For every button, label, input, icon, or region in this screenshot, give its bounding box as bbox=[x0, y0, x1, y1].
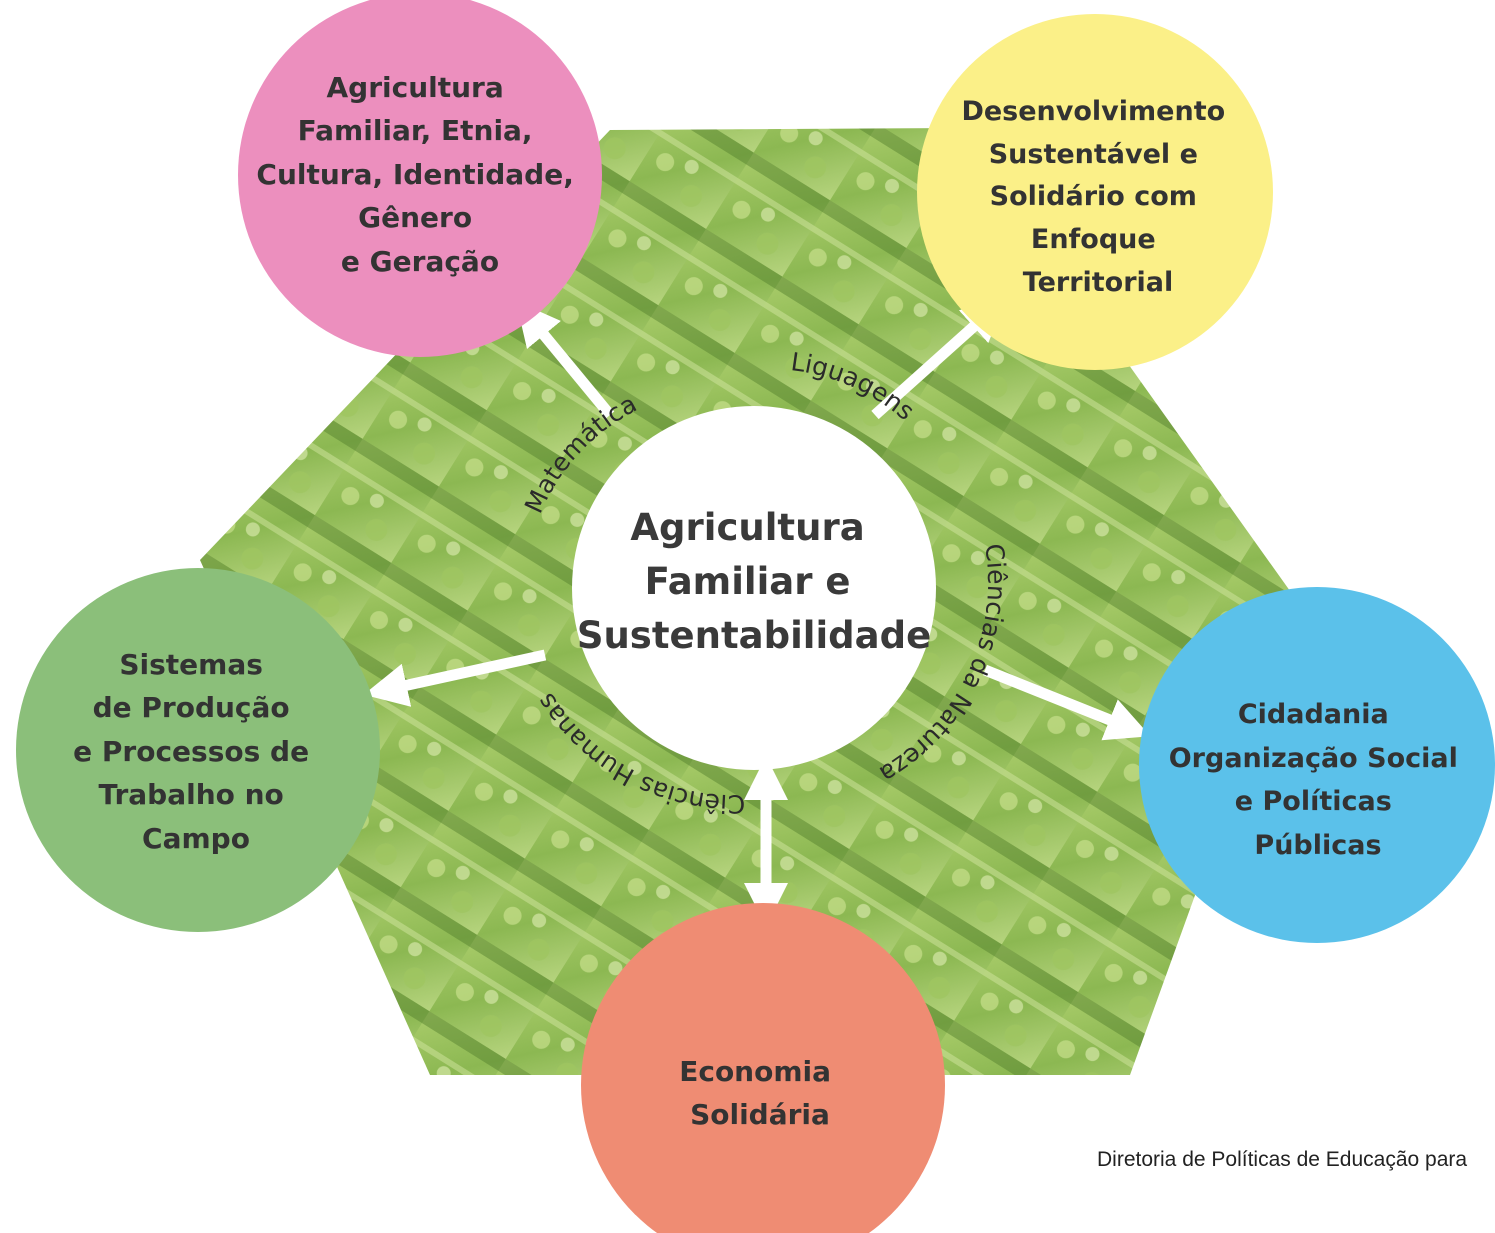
footer-caption: Diretoria de Políticas de Educação para bbox=[1097, 1148, 1468, 1171]
node-circle bbox=[1139, 587, 1495, 943]
svg-text:Sistemas de Produção: Sistemas de Produção e Processos de Trab… bbox=[73, 648, 319, 855]
node-circle bbox=[238, 0, 602, 357]
svg-text:Agricultura Familiar, Et: Agricultura Familiar, Etnia, Cultura, Id… bbox=[256, 71, 583, 278]
center-line-3: Sustentabilidade bbox=[577, 614, 931, 657]
node-economia-solidaria: Economia Solidária bbox=[581, 903, 945, 1233]
center-line-2: Familiar e bbox=[645, 560, 851, 603]
node-agricultura-familiar-etnia: Agricultura Familiar, Etnia, Cultura, Id… bbox=[238, 0, 602, 357]
node-line: Familiar, Etnia, bbox=[298, 114, 533, 147]
node-cidadania: Cidadania Organização Social e Políticas… bbox=[1139, 587, 1495, 943]
node-circle bbox=[16, 568, 380, 932]
svg-text:Agricultura Familiar e: Agricultura Familiar e Sustentabilidade bbox=[577, 506, 931, 657]
node-line: Públicas bbox=[1254, 830, 1381, 861]
svg-text:Cidadania Organização So: Cidadania Organização Social e Políticas… bbox=[1169, 699, 1468, 861]
node-circle bbox=[581, 903, 945, 1233]
arrow-to-cidadania bbox=[982, 664, 1151, 741]
node-line: Sustentável e bbox=[989, 139, 1198, 170]
node-line: e Processos de bbox=[73, 735, 309, 768]
arrow-to-agricultura bbox=[516, 301, 615, 419]
node-line: Cidadania bbox=[1238, 699, 1389, 730]
center-node: Agricultura Familiar e Sustentabilidade bbox=[572, 406, 936, 770]
node-line: Organização Social bbox=[1169, 743, 1458, 774]
node-line: de Produção bbox=[93, 691, 290, 724]
arrow-to-desenvolvimento bbox=[871, 297, 1007, 420]
center-line-1: Agricultura bbox=[630, 506, 864, 549]
node-line: Solidária bbox=[690, 1098, 830, 1131]
node-line: Solidário com bbox=[990, 181, 1197, 212]
node-line: Desenvolvimento bbox=[961, 96, 1225, 127]
node-circle bbox=[917, 14, 1273, 370]
node-line: Trabalho no bbox=[98, 778, 283, 811]
node-line: Territorial bbox=[1023, 267, 1174, 298]
node-sistemas-de-producao: Sistemas de Produção e Processos de Trab… bbox=[16, 568, 380, 932]
node-line: Gênero bbox=[358, 201, 472, 234]
node-line: e Políticas bbox=[1235, 786, 1392, 817]
node-desenvolvimento-sustentavel: Desenvolvimento Sustentável e Solidário … bbox=[917, 14, 1273, 370]
node-line: Enfoque bbox=[1031, 224, 1156, 255]
arrows bbox=[363, 297, 1151, 927]
node-line: Agricultura bbox=[326, 71, 503, 104]
node-line: Sistemas bbox=[119, 648, 263, 681]
node-line: Campo bbox=[142, 822, 250, 855]
node-line: e Geração bbox=[341, 245, 499, 278]
arrow-to-sistemas bbox=[363, 649, 547, 707]
svg-text:Desenvolvimento Sustentá: Desenvolvimento Sustentável e Solidário … bbox=[961, 96, 1234, 298]
node-line: Cultura, Identidade, bbox=[256, 158, 573, 191]
node-line: Economia bbox=[679, 1055, 831, 1088]
svg-text:Economia Solidária: Economia Solidária bbox=[679, 1055, 841, 1131]
